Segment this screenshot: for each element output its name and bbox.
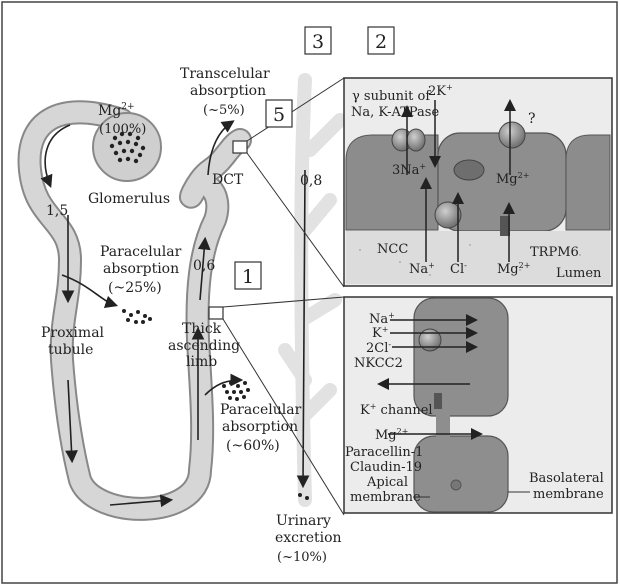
box-1-label: 1 [242,266,254,288]
apical-label-b: membrane [350,490,421,505]
lumen-label: Lumen [556,266,602,281]
nucleus [454,160,484,180]
box-2: 2 [368,27,394,54]
value-1-5: 1,5 [46,203,68,219]
claudin-label: Claudin-19 [350,460,422,475]
ncc-transporter [435,202,461,228]
transcellular-label-b: absorption [190,83,266,99]
basolateral-label: Basolateral [529,471,604,486]
paracellular-2-percent: (~60%) [226,438,280,454]
paracellular-2-label-b: absorption [222,419,298,435]
trpm6-label: TRPM6 [530,245,579,260]
transcellular-percent: (~5%) [203,103,245,118]
box-1: 1 [235,262,261,289]
value-0-6: 0,6 [193,258,215,274]
tal-panel: Na+ K+ 2Cl- NKCC2 K+ channel Mg2+ Parace… [344,297,612,513]
gamma-subunit-label: γ subunit of [352,89,431,104]
dct-label: DCT [212,172,244,188]
nkcc2-label: NKCC2 [354,356,403,371]
thick-limb-label-b: ascending [168,338,240,354]
urinary-label-b: excretion [275,530,342,546]
paracellin-label: Paracellin-1 [345,445,423,460]
mg-exporter [499,122,525,148]
ncc-label: NCC [377,242,408,257]
unknown-label: ? [528,111,536,127]
tal-cl-label: 2Cl- [366,340,391,356]
thick-limb-label: Thick [182,321,222,337]
k-channel [434,393,442,409]
dct-panel: γ subunit of Na, K-ATPase 2K+ ? 3Na+ Mg2… [344,78,612,286]
box-5: 5 [266,100,292,127]
urinary-percent: (~10%) [277,550,327,565]
na-k-atpase-b [407,129,425,151]
junction-dot [451,480,461,490]
paracellular-2-label: Paracelular [220,402,302,418]
box-2-label: 2 [375,31,387,53]
box-5-label: 5 [273,104,285,126]
value-0-8: 0,8 [300,173,322,189]
collecting-duct [285,80,340,500]
paracellular-1-percent: (~25%) [108,280,162,296]
thick-limb-label-c: limb [186,354,217,370]
apical-label: Apical [366,475,408,490]
mg-percent: (100%) [99,122,146,137]
transcellular-label: Transcelular [180,66,270,82]
gamma-subunit-label-b: Na, K-ATPase [351,105,439,120]
paracellular-1-label-b: absorption [103,261,179,277]
proximal-label-b: tubule [48,342,93,358]
urinary-label: Urinary [276,513,331,529]
tal-zoom-marker [209,307,223,319]
proximal-label: Proximal [41,325,105,341]
basolateral-label-b: membrane [533,487,604,502]
box-3-label: 3 [312,31,324,53]
box-3: 3 [305,27,331,54]
dct-zoom-marker [233,141,247,153]
glomerulus-label: Glomerulus [88,191,170,207]
paracellular-1-label: Paracelular [100,244,182,260]
